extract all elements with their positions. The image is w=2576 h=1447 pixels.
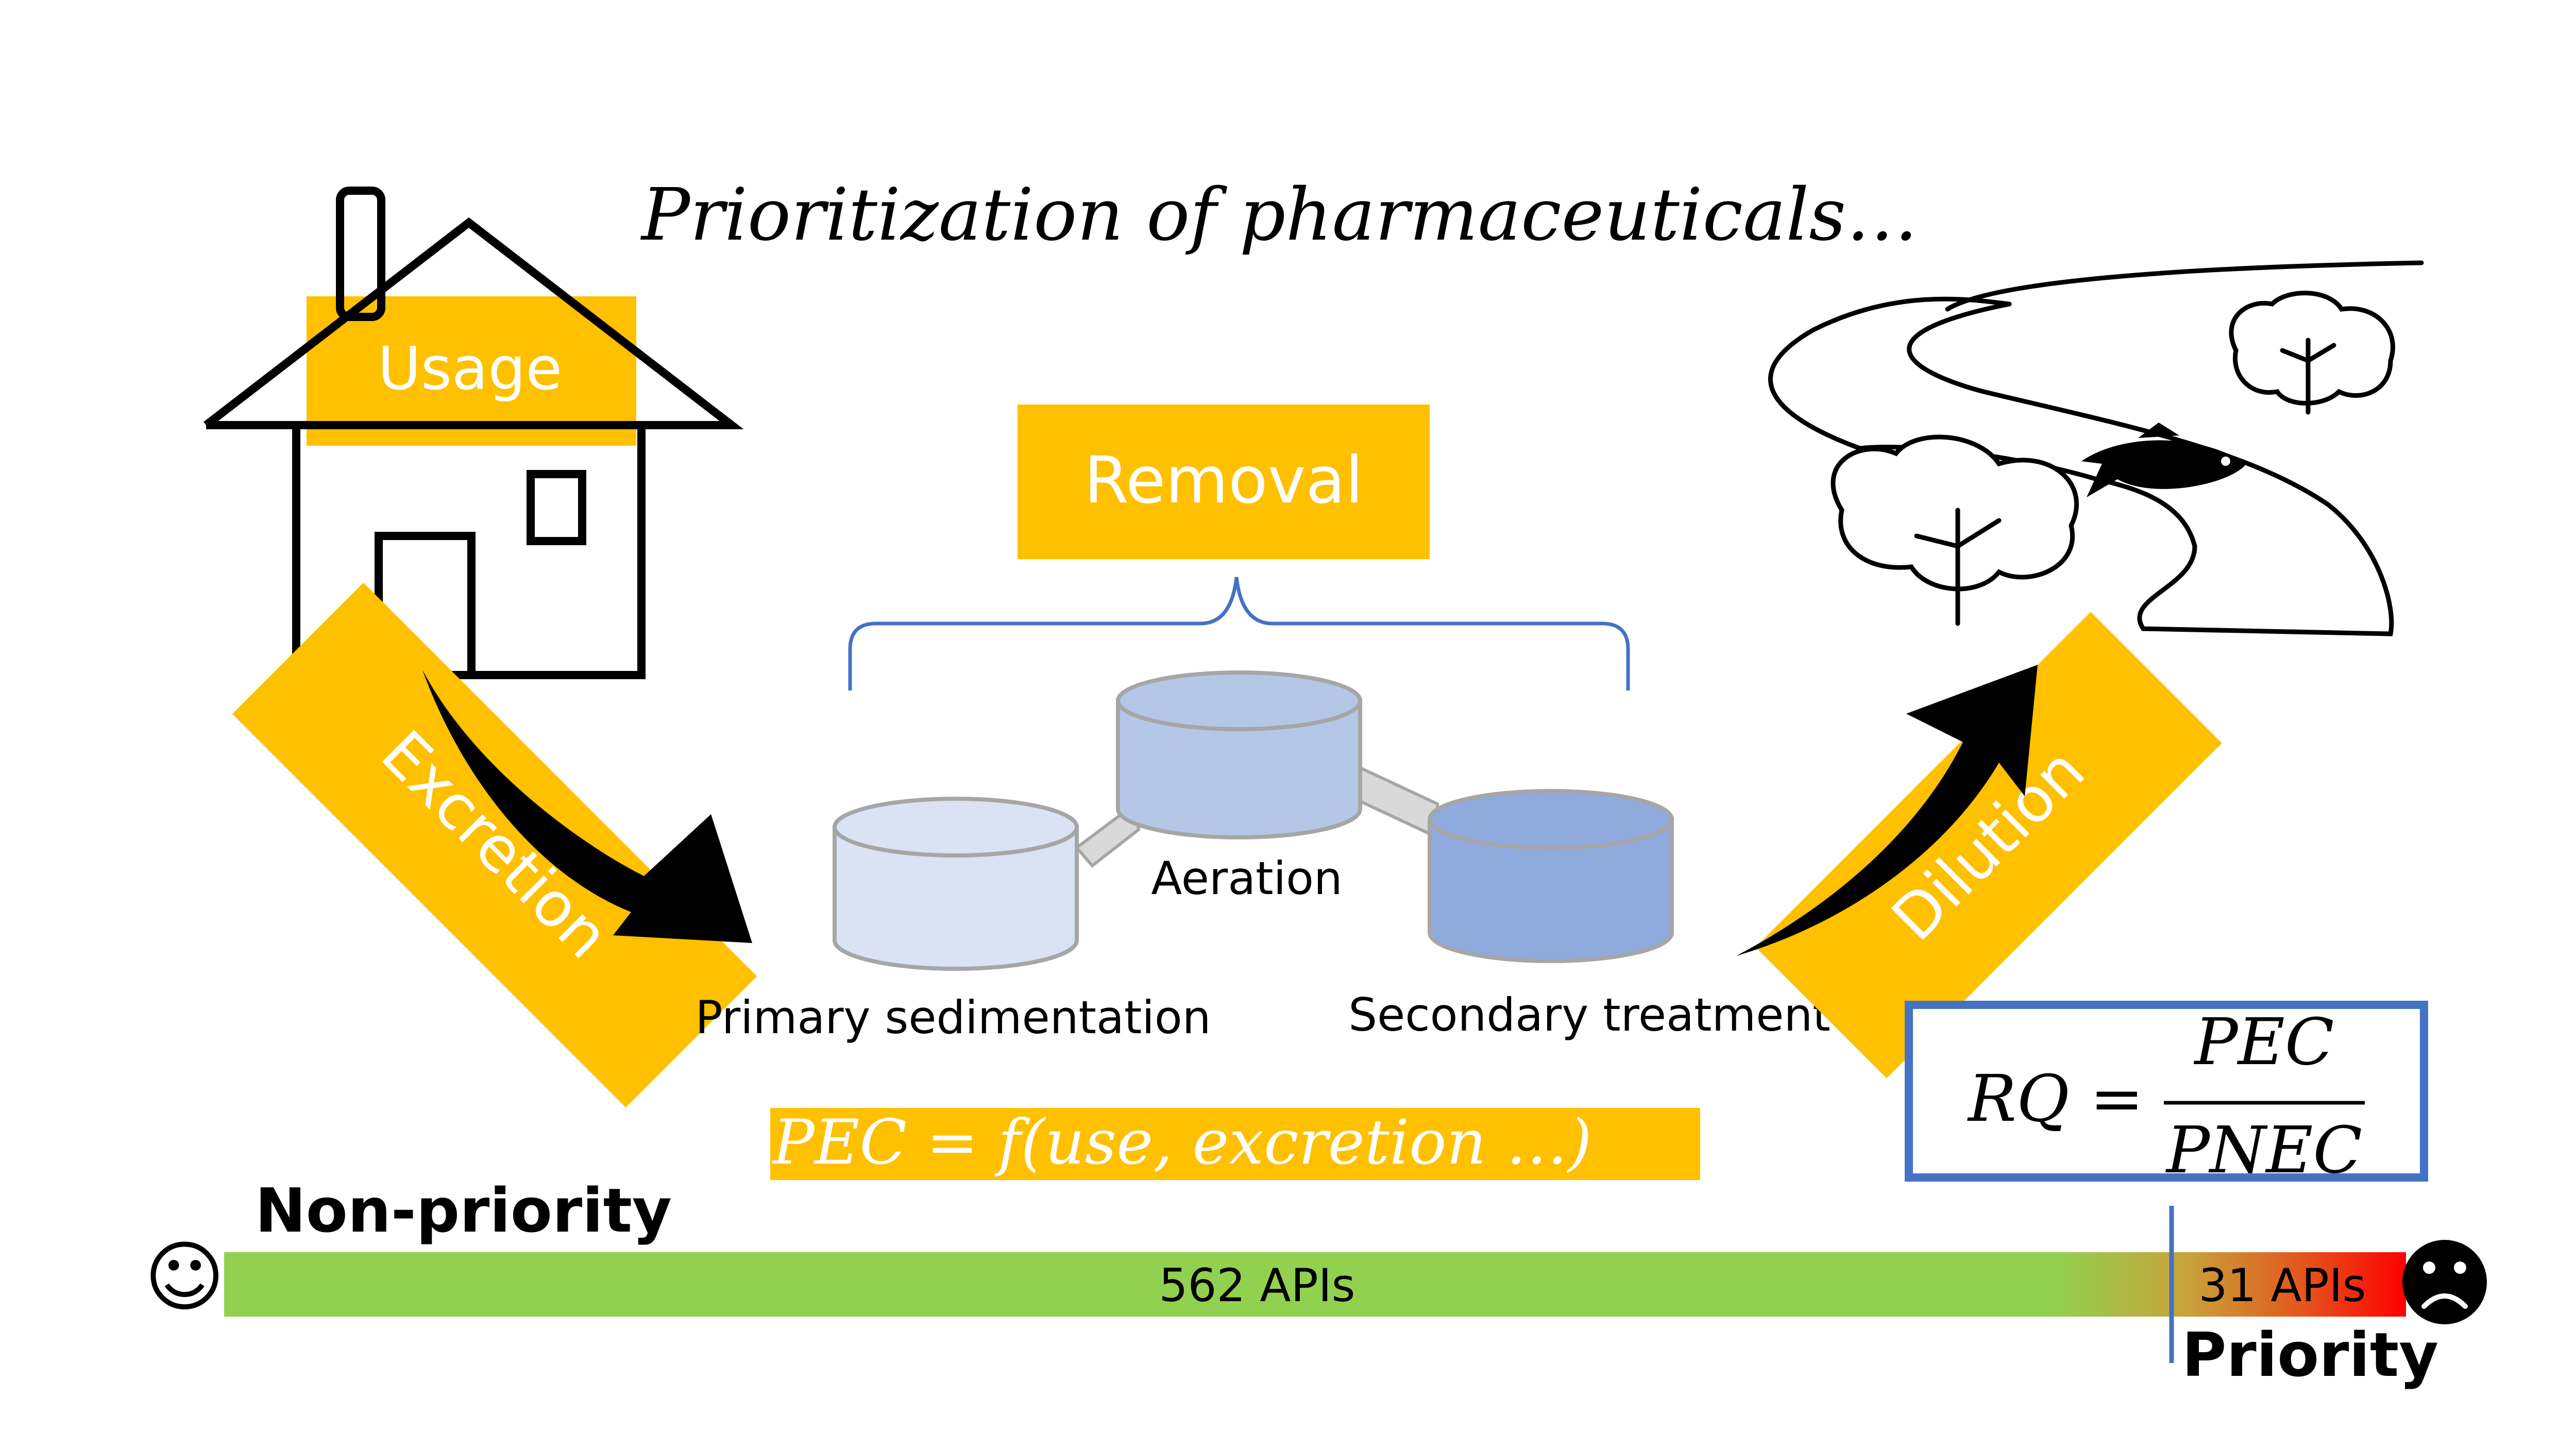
removal-brace	[848, 577, 1630, 691]
excretion-arrow-icon	[422, 670, 752, 943]
pec-formula: PEC = f(use, excretion …)	[772, 1107, 1592, 1179]
secondary-treatment-tank	[1428, 789, 1674, 963]
fish-icon	[2081, 423, 2246, 497]
aeration-label: Aeration	[1151, 852, 1342, 905]
primary-sedimentation-label: Primary sedimentation	[696, 991, 1211, 1044]
aeration-tank	[1116, 670, 1362, 839]
rq-formula-box	[1905, 1001, 2428, 1182]
tree-icon	[1831, 434, 2079, 626]
priority-label: Priority	[2182, 1319, 2438, 1390]
usage-box	[307, 296, 636, 446]
secondary-treatment-label: Secondary treatment	[1348, 988, 1830, 1041]
rq-formula-lhs: RQ =	[1967, 1062, 2144, 1136]
priority-count: 31 APIs	[2198, 1259, 2366, 1312]
non-priority-count: 562 APIs	[1159, 1259, 1355, 1312]
rq-denominator: PNEC	[2165, 1113, 2362, 1188]
rq-numerator: PEC	[2194, 1005, 2334, 1080]
house-icon	[204, 187, 744, 679]
dilution-arrow-icon	[1736, 665, 2038, 956]
smiley-face-icon: ☺	[144, 1233, 225, 1322]
removal-box	[1018, 405, 1430, 559]
tree-icon	[2229, 291, 2395, 415]
priority-scale-bar	[224, 1252, 2406, 1317]
non-priority-label: Non-priority	[255, 1175, 672, 1246]
page-title: Prioritization of pharmaceuticals…	[640, 173, 1918, 257]
pec-formula-box	[770, 1108, 1700, 1180]
frowning-face-icon	[2402, 1240, 2487, 1324]
primary-sedimentation-tank	[833, 797, 1079, 971]
removal-label: Removal	[1084, 443, 1363, 518]
usage-label: Usage	[378, 334, 562, 403]
